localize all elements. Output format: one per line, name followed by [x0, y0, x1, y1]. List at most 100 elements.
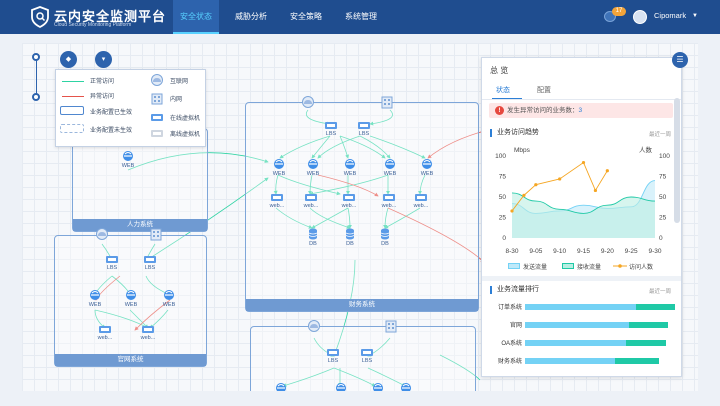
internet-cloud-icon[interactable] [306, 320, 322, 332]
tab-security-policy[interactable]: 安全策略 [290, 12, 322, 21]
tab-system-management[interactable]: 系统管理 [345, 12, 377, 21]
database-icon [308, 228, 318, 240]
vm-node-web[interactable]: web... [135, 325, 161, 341]
vm-node-web[interactable]: web... [408, 193, 434, 209]
traffic-period[interactable]: 最近一周 [648, 132, 671, 138]
ranking-label: 官网 [509, 323, 522, 329]
abnormal-access-alert[interactable]: ! 发生异常访问的业务数：3 [489, 103, 673, 118]
node-label: LBS [144, 265, 156, 271]
internet-cloud-icon [151, 74, 163, 86]
vm-node-web[interactable]: WEB [266, 158, 292, 177]
chevron-down-icon[interactable]: ▼ [692, 13, 698, 19]
group-label: 财务系统 [246, 299, 478, 311]
node-label: WEB [383, 171, 397, 177]
intranet-building-icon[interactable] [380, 95, 394, 109]
intranet-building-icon[interactable] [384, 319, 398, 333]
vm-node-web[interactable]: web... [376, 193, 402, 209]
vm-node-lbs[interactable]: LBS [99, 255, 125, 271]
vm-node-web[interactable]: WEB [414, 158, 440, 177]
ranking-bar[interactable] [525, 358, 615, 364]
tab-security-status[interactable]: 安全状态 [173, 0, 219, 34]
legend-send[interactable]: 发送流量 [523, 265, 548, 271]
group-bottom-system[interactable] [250, 326, 476, 391]
server-icon [144, 256, 156, 263]
tag-filter-button[interactable]: ◆ [60, 51, 77, 68]
vm-node-web[interactable]: WEB [82, 289, 108, 308]
vm-node-web[interactable]: WEB [156, 289, 182, 308]
server-icon [106, 256, 118, 263]
ranking-bar[interactable] [615, 358, 659, 364]
y-axis-unit: Mbps [514, 147, 531, 154]
server-icon [327, 349, 339, 356]
web-browser-icon [123, 151, 133, 161]
node-label: LBS [325, 131, 337, 137]
zoom-track[interactable] [36, 55, 37, 97]
db-node[interactable]: DB [300, 228, 326, 247]
vm-node-web[interactable] [268, 382, 294, 391]
internet-cloud-icon[interactable] [94, 228, 110, 240]
zoom-out-handle[interactable] [32, 93, 40, 101]
web-browser-icon [385, 159, 395, 169]
vm-node-web[interactable]: WEB [300, 158, 326, 177]
vm-node-web[interactable] [365, 382, 391, 391]
internet-cloud-icon[interactable] [300, 96, 316, 108]
node-label: DB [346, 241, 354, 247]
abnormal-link-swatch [62, 96, 84, 97]
zoom-in-handle[interactable] [32, 53, 40, 61]
user-avatar[interactable] [633, 10, 647, 24]
web-browser-icon [373, 383, 383, 391]
web-browser-icon [276, 383, 286, 391]
group-official-site[interactable]: 官网系统 [54, 235, 207, 367]
ranking-period[interactable]: 最近一周 [648, 289, 671, 295]
y-tick-label: 50 [499, 194, 507, 201]
vm-node-lbs[interactable]: LBS [351, 121, 377, 137]
intranet-building-icon[interactable] [149, 227, 163, 241]
ranking-bar[interactable] [525, 322, 629, 328]
web-browser-icon [90, 290, 100, 300]
ranking-bar[interactable] [628, 322, 668, 328]
tab-threat-analysis[interactable]: 威胁分析 [235, 12, 267, 21]
visits-point [510, 209, 514, 213]
vm-node-web[interactable]: web... [92, 325, 118, 341]
node-label: web... [341, 203, 357, 209]
node-label: DB [309, 241, 317, 247]
legend-receive[interactable]: 接收流量 [577, 265, 602, 271]
visits-point [593, 188, 598, 193]
vm-node-web[interactable] [393, 382, 419, 391]
panel-scrollbar[interactable] [674, 98, 680, 223]
ranking-bar[interactable] [625, 340, 666, 346]
db-node[interactable]: DB [337, 228, 363, 247]
vm-node-web[interactable]: web... [298, 193, 324, 209]
vm-node-web[interactable]: web... [264, 193, 290, 209]
legend-toggle-button[interactable]: ▾ [95, 51, 112, 68]
list-icon: ☰ [676, 55, 684, 64]
legend-visits[interactable]: 访问人数 [629, 265, 654, 271]
db-node[interactable]: DB [372, 228, 398, 247]
vm-node-lbs[interactable]: LBS [137, 255, 163, 271]
alert-icon: ! [495, 106, 504, 115]
visits-legend-swatch [613, 264, 627, 268]
tab-status[interactable]: 状态 [496, 87, 510, 94]
vm-node-web[interactable]: WEB [118, 289, 144, 308]
vm-node-lbs[interactable]: LBS [354, 348, 380, 364]
vm-node-lbs[interactable]: LBS [320, 348, 346, 364]
vm-node-web[interactable]: web... [336, 193, 362, 209]
vm-node-web[interactable]: WEB [337, 158, 363, 177]
visits-point [605, 169, 609, 173]
username[interactable]: Cipomark [654, 11, 687, 20]
vm-node-web[interactable]: WEB [115, 150, 141, 169]
group-finance-system[interactable]: 财务系统 [245, 102, 479, 312]
vm-node-web[interactable]: WEB [377, 158, 403, 177]
ranking-bar[interactable] [525, 304, 636, 310]
web-browser-icon [126, 290, 136, 300]
notification-bell-icon[interactable] [604, 11, 616, 22]
vm-node-web[interactable] [328, 382, 354, 391]
tab-config[interactable]: 配置 [537, 87, 551, 94]
alert-count[interactable]: 3 [578, 107, 583, 114]
x-tick-label: 9-30 [648, 248, 661, 255]
panel-menu-button[interactable]: ☰ [672, 52, 688, 68]
ranking-bar[interactable] [636, 304, 675, 310]
ranking-bar[interactable] [525, 340, 626, 346]
vm-node-lbs[interactable]: LBS [318, 121, 344, 137]
